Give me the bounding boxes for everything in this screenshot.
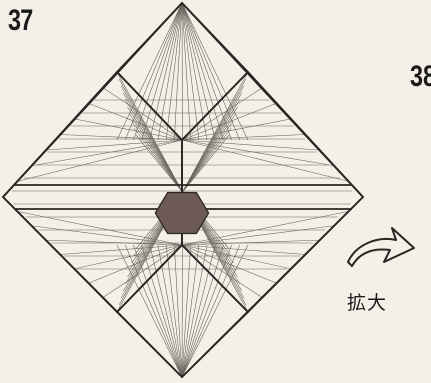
crease-line <box>103 245 182 298</box>
diagram-outlines <box>3 3 363 377</box>
crease-line <box>150 245 182 377</box>
crease-line <box>117 245 182 377</box>
crease-line <box>182 3 183 140</box>
crease-line <box>182 245 215 377</box>
center-hexagon <box>155 193 208 234</box>
right-flap <box>182 72 363 312</box>
crease-line <box>182 3 248 140</box>
crease-line <box>182 3 215 140</box>
outer-diamond <box>3 3 363 377</box>
crease-line <box>182 3 207 140</box>
crease-line <box>182 245 291 269</box>
crease-line <box>182 245 248 377</box>
curved-arrow-icon <box>348 228 414 266</box>
crease-line <box>74 245 182 269</box>
crease-line <box>150 3 182 140</box>
left-flap <box>3 72 182 312</box>
crease-line <box>117 3 182 140</box>
enlarge-label: 拡大 <box>347 288 387 315</box>
crease-line <box>166 3 182 140</box>
crease-line <box>166 245 182 377</box>
crease-line <box>125 3 182 140</box>
crease-line <box>182 245 183 377</box>
